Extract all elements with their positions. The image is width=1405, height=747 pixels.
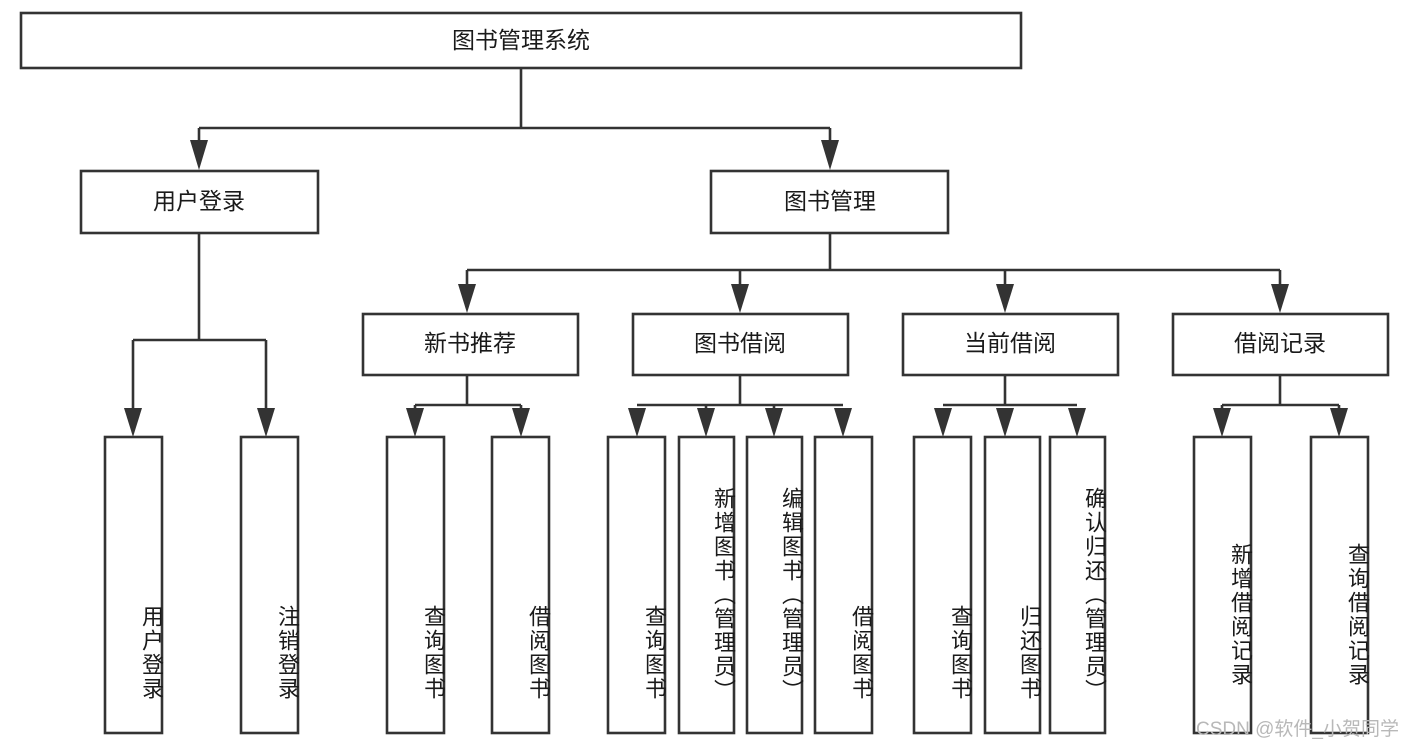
arrow-head-leaf-edit-book-admin [765, 408, 783, 437]
arrow-head-leaf-query-book-1 [406, 408, 424, 437]
arrow-head-book-manage [821, 140, 839, 170]
arrow-head-leaf-add-borrow-record [1213, 408, 1231, 437]
node-book-borrow-box[interactable] [631, 312, 850, 377]
node-book-manage-box[interactable] [709, 169, 950, 235]
node-book-manage[interactable]: 图书管理 [709, 169, 950, 235]
connector-group [124, 68, 1348, 437]
node-book-borrow-label: 图书借阅 [694, 330, 786, 356]
node-user-login-label: 用户登录 [153, 188, 245, 214]
node-current-borrow-label: 当前借阅 [964, 330, 1056, 356]
node-leaf-add-borrow-record-box[interactable] [1192, 435, 1253, 735]
node-new-book-recommend[interactable]: 新书推荐 [361, 312, 580, 377]
node-leaf-query-book-3-box[interactable] [912, 435, 973, 735]
node-book-manage-label: 图书管理 [784, 188, 876, 214]
arrow-head-current-borrow [996, 284, 1014, 313]
node-leaf-user-login-box[interactable] [103, 435, 164, 735]
leaf-boxes-group [103, 435, 1370, 735]
arrow-head-leaf-borrow-book-1 [512, 408, 530, 437]
node-book-borrow[interactable]: 图书借阅 [631, 312, 850, 377]
arrow-head-user-login [190, 140, 208, 170]
arrow-head-leaf-query-book-2 [628, 408, 646, 437]
node-borrow-record-box[interactable] [1171, 312, 1390, 377]
node-leaf-logout-login-box[interactable] [239, 435, 300, 735]
arrow-head-leaf-user-login [124, 408, 142, 437]
node-borrow-record-label: 借阅记录 [1234, 330, 1326, 356]
node-leaf-confirm-return-admin-box[interactable] [1048, 435, 1107, 735]
node-user-login-box[interactable] [79, 169, 320, 235]
node-leaf-query-borrow-record-box[interactable] [1309, 435, 1370, 735]
node-root-box[interactable] [19, 11, 1023, 70]
arrow-head-leaf-query-borrow-record [1330, 408, 1348, 437]
arrow-head-book-borrow [731, 284, 749, 313]
node-leaf-query-book-1-box[interactable] [385, 435, 446, 735]
arrow-head-leaf-add-book-admin [697, 408, 715, 437]
arrow-head-leaf-borrow-book-2 [834, 408, 852, 437]
csdn-watermark: CSDN @软件_小贺同学 [1196, 719, 1399, 740]
node-leaf-return-book-box[interactable] [983, 435, 1042, 735]
arrow-head-borrow-record [1271, 284, 1289, 313]
node-leaf-query-book-2-box[interactable] [606, 435, 667, 735]
node-current-borrow-box[interactable] [901, 312, 1120, 377]
node-leaf-borrow-book-1-box[interactable] [490, 435, 551, 735]
arrow-head-new-book-recommend [458, 284, 476, 313]
node-user-login[interactable]: 用户登录 [79, 169, 320, 235]
node-current-borrow[interactable]: 当前借阅 [901, 312, 1120, 377]
node-root[interactable]: 图书管理系统 [19, 11, 1023, 70]
node-borrow-record[interactable]: 借阅记录 [1171, 312, 1390, 377]
node-new-book-recommend-label: 新书推荐 [424, 330, 516, 356]
node-leaf-add-book-admin-box[interactable] [677, 435, 736, 735]
arrow-head-leaf-return-book [996, 408, 1014, 437]
arrow-head-leaf-confirm-return-admin [1068, 408, 1086, 437]
arrow-head-leaf-logout-login [257, 408, 275, 437]
node-new-book-recommend-box[interactable] [361, 312, 580, 377]
arrow-head-leaf-query-book-3 [934, 408, 952, 437]
node-leaf-borrow-book-2-box[interactable] [813, 435, 874, 735]
node-leaf-edit-book-admin-box[interactable] [745, 435, 804, 735]
node-root-label: 图书管理系统 [452, 27, 590, 53]
